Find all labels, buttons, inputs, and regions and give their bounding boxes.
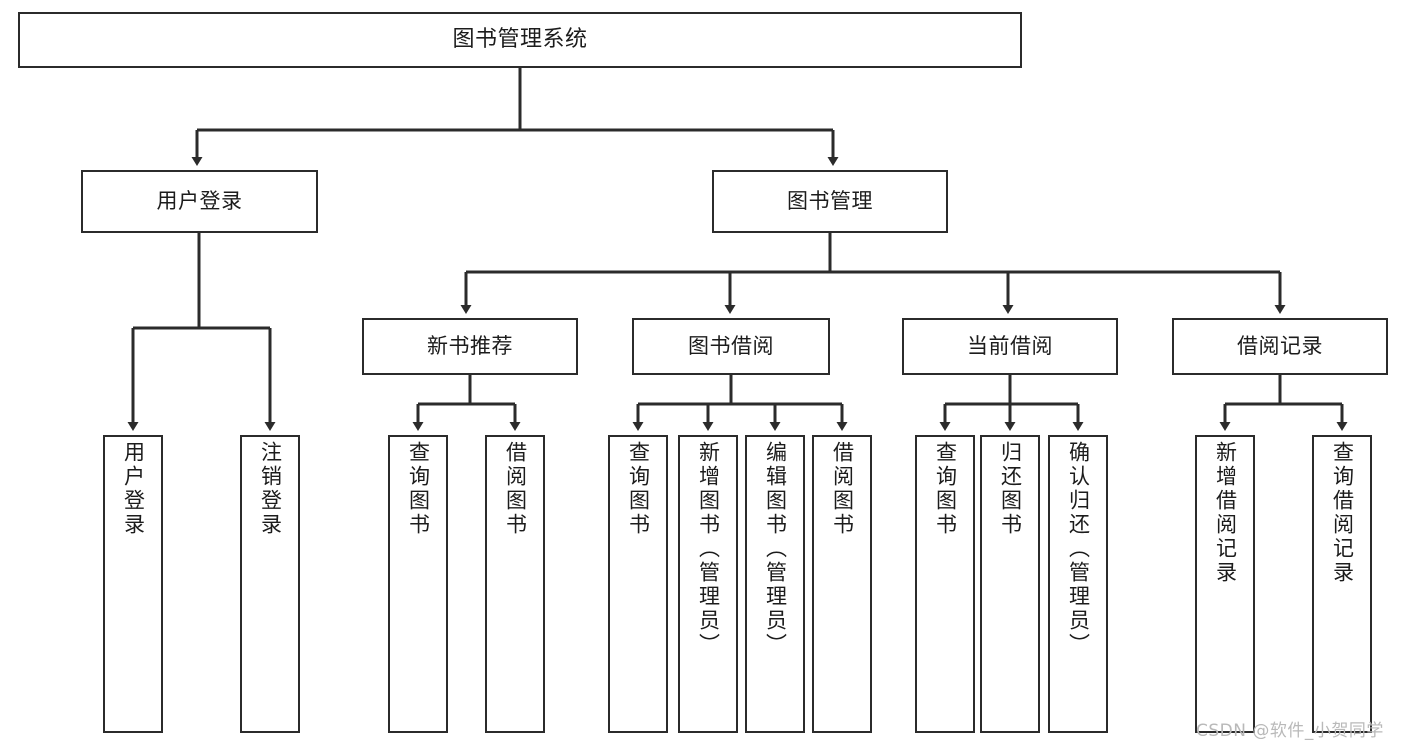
node-book-borrow-label: 图书借阅 bbox=[688, 334, 774, 359]
node-leaf-borrow-add[interactable]: 新增图书（管理员） bbox=[678, 435, 738, 733]
node-book-borrow[interactable]: 图书借阅 bbox=[632, 318, 830, 375]
node-leaf-user-login[interactable]: 用户登录 bbox=[103, 435, 163, 733]
node-user-login-label: 用户登录 bbox=[156, 189, 243, 214]
node-leaf-rec-search[interactable]: 查询借阅记录 bbox=[1312, 435, 1372, 733]
node-leaf-borrow-edit[interactable]: 编辑图书（管理员） bbox=[745, 435, 805, 733]
node-leaf-user-logout-label: 注销登录 bbox=[258, 441, 283, 537]
node-borrow-record[interactable]: 借阅记录 bbox=[1172, 318, 1388, 375]
node-new-book-rec[interactable]: 新书推荐 bbox=[362, 318, 578, 375]
node-leaf-borrow-edit-label: 编辑图书（管理员） bbox=[763, 441, 788, 657]
node-leaf-borrow-add-label: 新增图书（管理员） bbox=[696, 441, 721, 657]
node-user-login[interactable]: 用户登录 bbox=[81, 170, 318, 233]
node-leaf-cur-query[interactable]: 查询图书 bbox=[915, 435, 975, 733]
node-leaf-rec-add[interactable]: 新增借阅记录 bbox=[1195, 435, 1255, 733]
node-leaf-user-login-label: 用户登录 bbox=[121, 441, 146, 537]
node-current-borrow[interactable]: 当前借阅 bbox=[902, 318, 1118, 375]
node-leaf-rec-borrow[interactable]: 借阅图书 bbox=[485, 435, 545, 733]
node-new-book-rec-label: 新书推荐 bbox=[427, 334, 513, 359]
node-leaf-borrow-lend[interactable]: 借阅图书 bbox=[812, 435, 872, 733]
node-leaf-borrow-query[interactable]: 查询图书 bbox=[608, 435, 668, 733]
node-leaf-rec-query[interactable]: 查询图书 bbox=[388, 435, 448, 733]
node-root-label: 图书管理系统 bbox=[452, 26, 588, 52]
node-current-borrow-label: 当前借阅 bbox=[967, 334, 1053, 359]
csdn-watermark: CSDN @软件_小贺同学 bbox=[1196, 721, 1384, 741]
node-leaf-borrow-query-label: 查询图书 bbox=[626, 441, 651, 537]
node-root[interactable]: 图书管理系统 bbox=[18, 12, 1022, 68]
node-leaf-user-logout[interactable]: 注销登录 bbox=[240, 435, 300, 733]
node-leaf-rec-borrow-label: 借阅图书 bbox=[503, 441, 528, 537]
node-leaf-cur-query-label: 查询图书 bbox=[933, 441, 958, 537]
node-book-manage[interactable]: 图书管理 bbox=[712, 170, 948, 233]
node-leaf-rec-query-label: 查询图书 bbox=[406, 441, 431, 537]
node-leaf-borrow-lend-label: 借阅图书 bbox=[830, 441, 855, 537]
node-leaf-cur-confirm-label: 确认归还（管理员） bbox=[1066, 441, 1091, 657]
node-leaf-rec-search-label: 查询借阅记录 bbox=[1330, 441, 1355, 585]
node-leaf-rec-add-label: 新增借阅记录 bbox=[1213, 441, 1238, 585]
node-leaf-cur-return[interactable]: 归还图书 bbox=[980, 435, 1040, 733]
node-leaf-cur-return-label: 归还图书 bbox=[998, 441, 1023, 537]
node-borrow-record-label: 借阅记录 bbox=[1237, 334, 1323, 359]
node-book-manage-label: 图书管理 bbox=[787, 189, 873, 214]
node-leaf-cur-confirm[interactable]: 确认归还（管理员） bbox=[1048, 435, 1108, 733]
